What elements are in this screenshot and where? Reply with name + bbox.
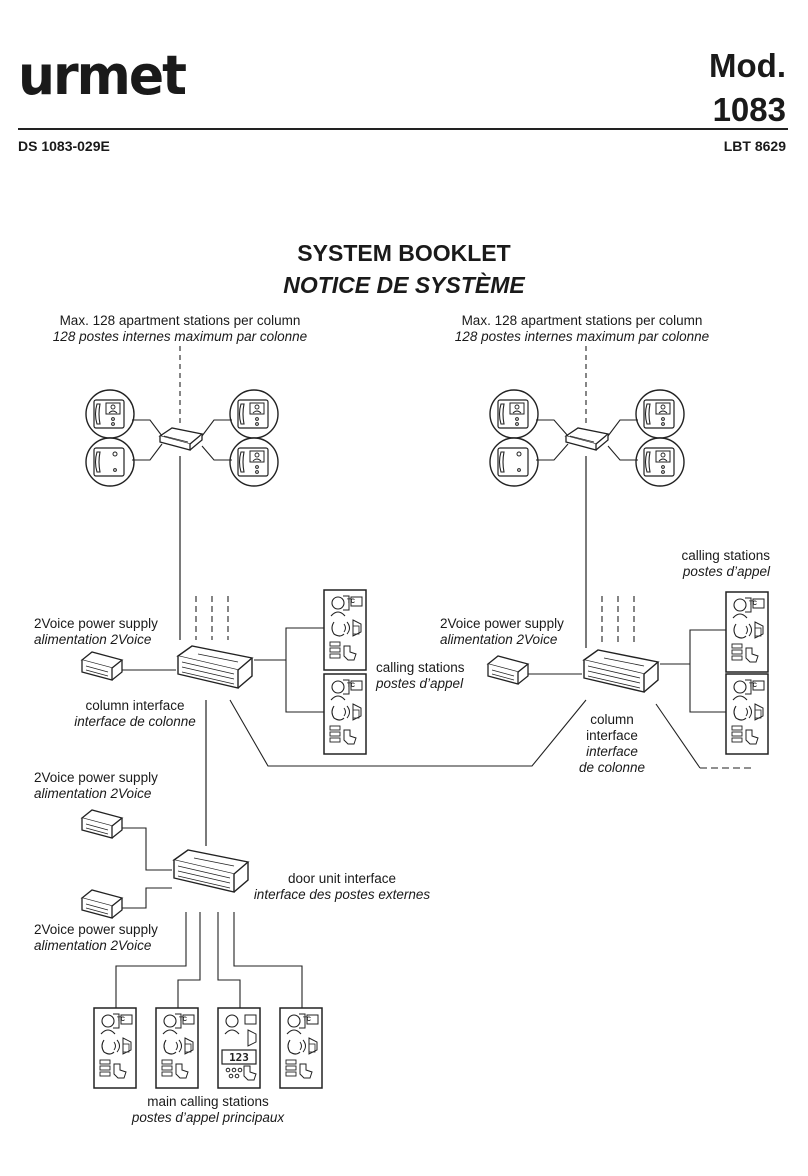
tc-badge-text: TC: [303, 1017, 312, 1023]
calling-station-icon: [725, 591, 769, 673]
column-interface-icon: [177, 645, 253, 689]
header-rule: [18, 128, 788, 130]
power-supply-label-2: 2Voice power supply alimentation 2Voice: [34, 770, 158, 801]
column-interface-label-right: column interface interface de colonne: [578, 712, 646, 775]
column-interface-icon: [583, 649, 659, 693]
distributor-icon: [159, 427, 203, 451]
page-subtitle: NOTICE DE SYSTÈME: [283, 272, 525, 298]
calling-station-icon: [323, 589, 367, 671]
main-calling-station-icon: [93, 1007, 137, 1089]
power-supply-icon: [81, 651, 123, 681]
tc-badge-text: TC: [347, 599, 356, 605]
power-supply-label-right: 2Voice power supply alimentation 2Voice: [440, 616, 564, 647]
max-stations-label-right: Max. 128 apartment stations per column 1…: [454, 313, 710, 344]
right-column-stations: [489, 346, 685, 648]
calling-station-icon: [323, 673, 367, 755]
calling-stations-label-right: calling stations postes d’appel: [681, 548, 770, 579]
distributor-icon: [565, 427, 609, 451]
door-unit-interface-label: door unit interface interface des postes…: [253, 871, 431, 902]
tc-badge-text: TC: [347, 683, 356, 689]
doc-reference: LBT 8629: [723, 138, 786, 154]
max-stations-label-left: Max. 128 apartment stations per column 1…: [52, 313, 308, 344]
video-handset-icon: [229, 437, 279, 487]
video-handset-icon: [229, 389, 279, 439]
power-supply-label-3: 2Voice power supply alimentation 2Voice: [34, 922, 158, 953]
calling-stations-label: calling stations postes d’appel: [376, 660, 465, 691]
video-handset-icon: [489, 389, 539, 439]
tc-badge-text: TC: [749, 683, 758, 689]
main-calling-station-icon: [155, 1007, 199, 1089]
main-calling-stations-label: main calling stations postes d’appel pri…: [131, 1094, 285, 1125]
doc-code: DS 1083-029E: [18, 138, 110, 154]
audio-handset-icon: [489, 437, 539, 487]
video-handset-icon: [85, 389, 135, 439]
power-supply-label: 2Voice power supply alimentation 2Voice: [34, 616, 158, 647]
page-title: SYSTEM BOOKLET: [297, 240, 511, 266]
model-code: 1083: [712, 91, 786, 128]
display-digits: 123: [229, 1051, 249, 1064]
power-supply-icon: [81, 809, 123, 839]
tc-badge-text: TC: [117, 1017, 126, 1023]
power-supply-icon: [81, 889, 123, 919]
video-handset-icon: [635, 389, 685, 439]
column-interface-label: column interface interface de colonne: [74, 698, 196, 729]
model-label: Mod.: [709, 47, 786, 84]
calling-station-icon: [725, 673, 769, 755]
tc-badge-text: TC: [179, 1017, 188, 1023]
keypad-calling-station-icon: 123: [217, 1007, 261, 1089]
main-calling-station-icon: [279, 1007, 323, 1089]
audio-handset-icon: [85, 437, 135, 487]
brand-logo: urmet: [18, 44, 187, 108]
door-unit-interface-icon: [173, 849, 249, 893]
power-supply-icon: [487, 655, 529, 685]
tc-badge-text: TC: [749, 601, 758, 607]
video-handset-icon: [635, 437, 685, 487]
left-column-stations: [85, 346, 279, 640]
model-number: Mod. 1083: [709, 44, 786, 132]
